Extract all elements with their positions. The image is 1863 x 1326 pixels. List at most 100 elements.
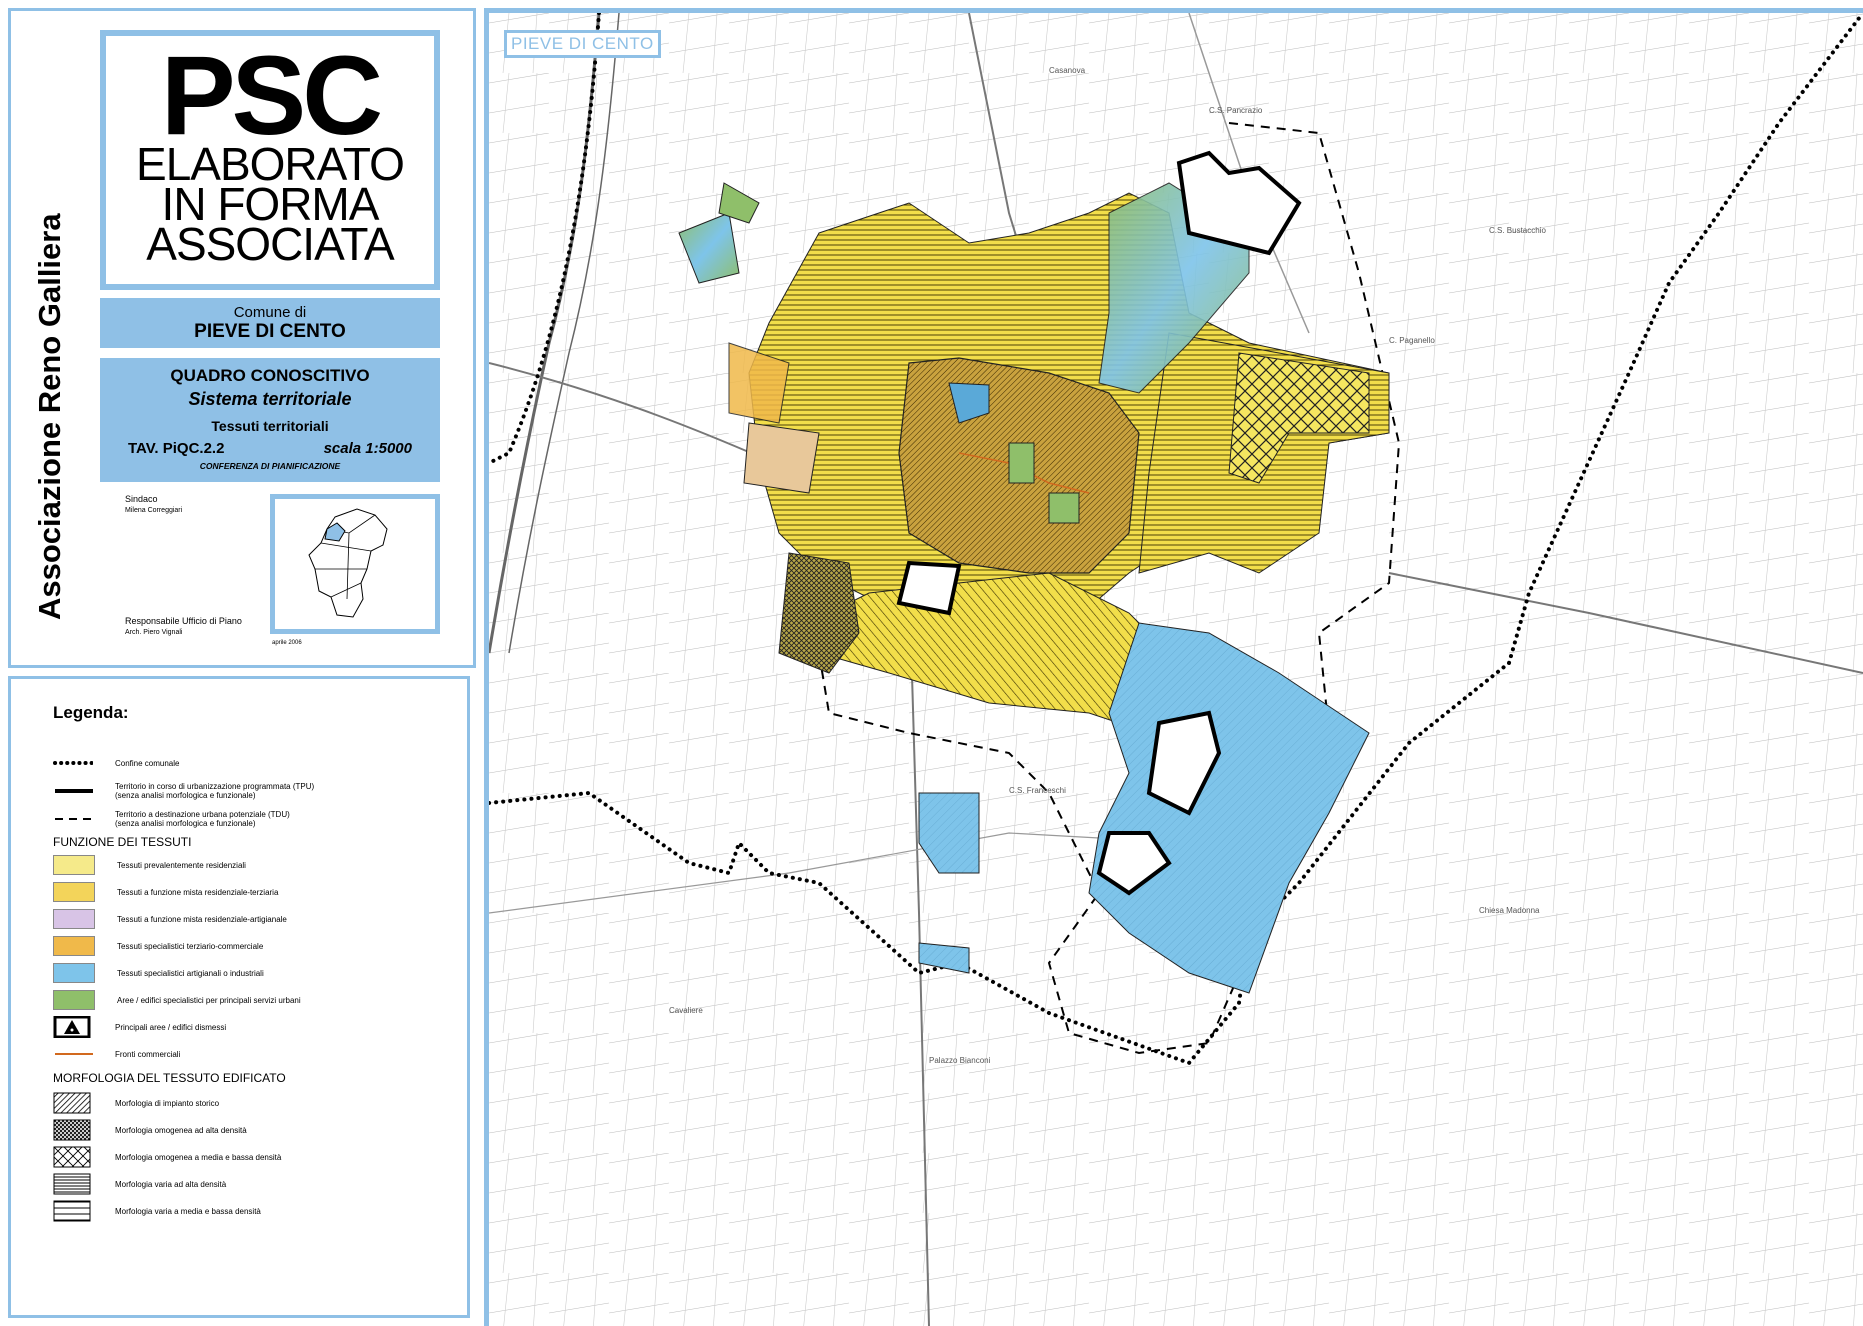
sindaco-name: Milena Correggiari [125,507,183,514]
pattern-cross-sparse-swatch [53,1146,93,1168]
map-canvas: Casanova C.S. Pancrazio C. Paganello C.S… [489,13,1863,1326]
comune-name: PIEVE DI CENTO [194,321,346,342]
thick-line-symbol [53,780,93,802]
map-text-5: C.S. Franceschi [1009,786,1066,795]
map-text-8: Chiesa Madonna [1479,906,1540,915]
psc-line-3: ASSOCIATA [146,218,394,270]
legend-text-residenziali: Tessuti prevalentemente residenziali [117,860,246,870]
legend-text-servizi: Aree / edifici specialistici per princip… [117,995,301,1005]
psc-logo: PSC [160,33,383,158]
service-small-2 [1048,492,1080,524]
legend-row-commerciale: Tessuti specialistici terziario-commerci… [53,934,263,958]
swatch-artigianale [53,909,95,929]
locator-map [270,494,440,634]
locator-highlight [324,522,346,542]
legend-row-artigianale: Tessuti a funzione mista residenziale-ar… [53,907,287,931]
map-text-6: Cavaliere [669,1006,703,1015]
legend-text-tpu: Territorio in corso di urbanizzazione pr… [115,782,315,800]
legend-text-industriali: Tessuti specialistici artigianali o indu… [117,968,264,978]
industrial-zone-se [1088,622,1370,994]
resp-block: Responsabile Ufficio di Piano Arch. Pier… [125,616,242,636]
psc-line-1: ELABORATO [136,138,405,190]
map-scale: scala 1:5000 [323,440,412,457]
blue-pool [948,382,990,424]
service-small-1 [1008,442,1035,484]
industrial-zone-south [918,792,980,874]
psc-header: PSC ELABORATO IN FORMA ASSOCIATA [100,30,440,290]
swatch-commerciale [53,936,95,956]
industrial-strip [918,942,970,974]
tpu-area-north [1176,150,1302,256]
dotted-line-symbol [53,752,95,774]
legend-text-confine: Confine comunale [115,758,180,768]
legend-row-tpu: Territorio in corso di urbanizzazione pr… [53,779,314,803]
map-text-4: C.S. Bustacchio [1489,226,1546,235]
legend-text-terziaria: Tessuti a funzione mista residenziale-te… [117,887,279,897]
mixed-cross-zone [1228,352,1370,484]
sindaco-label: Sindaco [125,494,158,504]
service-area-top [718,182,760,224]
legend-text-media-omogenea: Morfologia omogenea a media e bassa dens… [115,1152,282,1162]
service-area-nw [678,212,740,284]
map-text-2: C.S. Pancrazio [1209,106,1263,115]
morfologia-title: MORFOLOGIA DEL TESSUTO EDIFICATO [53,1071,286,1085]
road-south [908,572,930,1326]
road-east [1388,572,1863,674]
legend-row-confine: Confine comunale [53,751,179,775]
legend-row-alta-omogenea: Morfologia omogenea ad alta densità [53,1118,247,1142]
quadro-subtitle: Sistema territoriale [188,389,352,409]
resp-name: Arch. Piero Vignali [125,629,183,636]
legend-text-tdu: Territorio a destinazione urbana potenzi… [115,810,290,828]
map-text-1: Casanova [1049,66,1086,75]
sindaco-block: Sindaco Milena Correggiari [125,494,182,514]
legend-text-commerciale: Tessuti specialistici terziario-commerci… [117,941,264,951]
resp-label: Responsabile Ufficio di Piano [125,616,242,626]
legend-title: Legenda: [53,703,129,722]
map-area[interactable]: Casanova C.S. Pancrazio C. Paganello C.S… [484,8,1863,1326]
mixed-artisanal-zone [743,422,820,494]
legend-row-fronti: Fronti commerciali [53,1042,180,1066]
legend-text-fronti: Fronti commerciali [115,1049,181,1059]
map-place-label: PIEVE DI CENTO [504,30,661,58]
legend-text-storico: Morfologia di impianto storico [115,1098,220,1108]
tpu-area-centre [896,560,962,616]
tpu-area-se1 [1146,710,1222,816]
legend-text-artigianale: Tessuti a funzione mista residenziale-ar… [117,914,287,924]
legend-text-media-varia: Morfologia varia a media e bassa densità [115,1206,261,1216]
swatch-residenziali [53,855,95,875]
dashed-line-symbol [53,808,93,830]
legend-row-dismessi: Principali aree / edifici dismessi [53,1015,226,1039]
pattern-hlines-dense-swatch [53,1173,93,1195]
association-text: Associazione Reno Galliera [32,213,67,620]
legend-row-terziaria: Tessuti a funzione mista residenziale-te… [53,880,278,904]
swatch-servizi [53,990,95,1010]
tdu-dashed-boundary [817,122,1401,1055]
swatch-terziaria [53,882,95,902]
locator-municipalities [308,508,388,618]
dense-cross-zone [778,552,860,674]
legend-row-servizi: Aree / edifici specialistici per princip… [53,988,301,1012]
pattern-cross-dense-swatch [53,1119,93,1141]
swatch-industriali [53,963,95,983]
comune-panel: Comune di PIEVE DI CENTO [100,298,440,348]
legend-row-residenziali: Tessuti prevalentemente residenziali [53,853,246,877]
tessuti-title: Tessuti territoriali [211,418,329,434]
pattern-hlines-sparse-swatch [53,1200,93,1222]
psc-line-2: IN FORMA [161,178,380,230]
quadro-title: QUADRO CONOSCITIVO [170,366,370,385]
map-text-3: C. Paganello [1389,336,1435,345]
commercial-zone-west [728,342,790,424]
warning-triangle-icon [53,1015,93,1039]
commercial-front-line-symbol [53,1043,93,1065]
legend-row-media-omogenea: Morfologia omogenea a media e bassa dens… [53,1145,281,1169]
municipal-boundary [489,13,1863,1066]
legend-row-alta-varia: Morfologia varia ad alta densità [53,1172,226,1196]
conference-label: CONFERENZA DI PIANIFICAZIONE [199,461,341,471]
quadro-panel: QUADRO CONOSCITIVO Sistema territoriale … [100,358,440,482]
tpu-area-se2 [1096,831,1172,896]
legend-text-alta-varia: Morfologia varia ad alta densità [115,1179,227,1189]
legend-row-media-varia: Morfologia varia a media e bassa densità [53,1199,261,1223]
map-text-7: Palazzo Bianconi [929,1056,991,1065]
legend-row-tdu: Territorio a destinazione urbana potenzi… [53,807,290,831]
date-label: aprile 2006 [272,640,302,646]
